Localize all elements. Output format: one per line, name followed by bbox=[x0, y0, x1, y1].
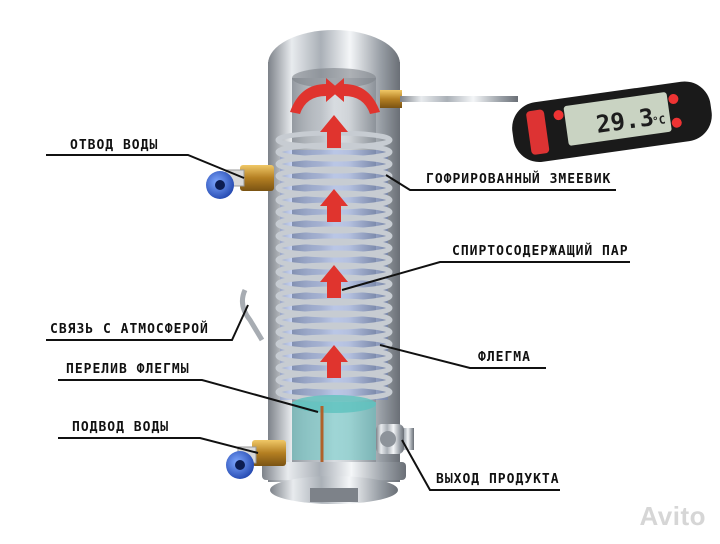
label-product-out: ВЫХОД ПРОДУКТА bbox=[436, 472, 560, 487]
arrow-up-3 bbox=[320, 265, 348, 298]
atmosphere-tube bbox=[239, 288, 265, 342]
vapor-arrows bbox=[290, 78, 380, 378]
inner-tube-top bbox=[292, 68, 376, 88]
label-alcohol-vapor: СПИРТОСОДЕРЖАЩИЙ ПАР bbox=[452, 244, 629, 259]
label-phlegm-overflow: ПЕРЕЛИВ ФЛЕГМЫ bbox=[66, 362, 190, 377]
arrow-up-2 bbox=[320, 189, 348, 222]
water-in-fitting bbox=[226, 440, 286, 479]
arrow-up-4 bbox=[320, 345, 348, 378]
arrow-turn-right bbox=[330, 78, 380, 114]
label-water-out: ОТВОД ВОДЫ bbox=[70, 138, 159, 153]
thermo-lcd bbox=[563, 92, 672, 146]
thermo-port bbox=[380, 90, 402, 108]
water-out-fitting bbox=[206, 165, 274, 199]
digital-thermometer: 29.3 °C bbox=[512, 81, 712, 162]
phlegm-surface bbox=[292, 395, 376, 413]
product-outlet-fitting bbox=[376, 424, 414, 454]
label-phlegm: ФЛЕГМА bbox=[478, 350, 531, 365]
label-atmosphere-link: СВЯЗЬ С АТМОСФЕРОЙ bbox=[50, 322, 209, 337]
thermo-probe bbox=[400, 96, 518, 102]
thermo-button-on[interactable] bbox=[553, 109, 564, 121]
thermo-unit: °C bbox=[651, 113, 666, 128]
leader-lines bbox=[46, 154, 630, 491]
thermo-button-hold[interactable] bbox=[668, 93, 679, 104]
leader-water-in bbox=[58, 437, 259, 454]
leader-coil bbox=[385, 174, 616, 191]
watermark: Avito bbox=[639, 501, 706, 531]
bottom-flange bbox=[262, 462, 406, 480]
leader-product bbox=[401, 439, 560, 491]
arrow-up-1 bbox=[320, 115, 348, 148]
leader-vapor bbox=[341, 261, 630, 291]
bottom-outlet bbox=[310, 488, 358, 502]
leader-phlegm bbox=[379, 344, 546, 369]
arrow-turn-left bbox=[290, 78, 340, 114]
leader-water-out bbox=[46, 154, 245, 179]
leader-overflow bbox=[58, 379, 319, 413]
label-corrugated-coil: ГОФРИРОВАННЫЙ ЗМЕЕВИК bbox=[426, 172, 612, 187]
leader-atmosphere bbox=[46, 304, 249, 341]
thermo-button-unit[interactable] bbox=[671, 117, 682, 128]
label-water-in: ПОДВОД ВОДЫ bbox=[72, 420, 170, 435]
